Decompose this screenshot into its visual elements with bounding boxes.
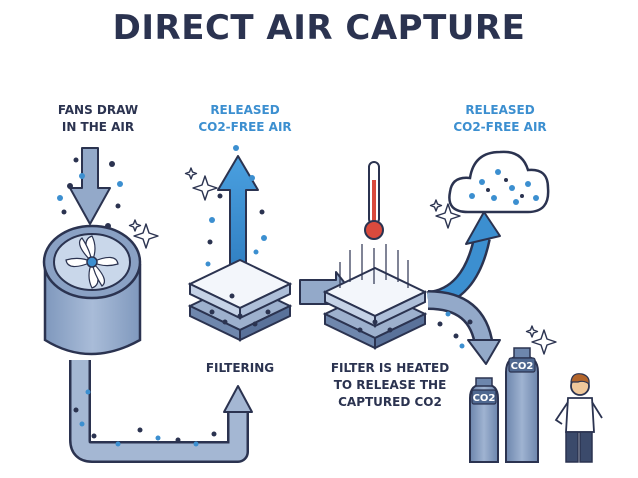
released-caption-1-line2: CO2-FREE AIR: [198, 120, 292, 134]
co2-tank-icon: CO2: [469, 377, 499, 463]
filter-stack-icon: [187, 258, 293, 342]
sparkle-icon: [184, 167, 198, 180]
heated-filter-stack-icon: [322, 244, 428, 350]
heated-caption: FILTER IS HEATED TO RELEASE THE CAPTURED…: [315, 360, 465, 411]
heated-caption-line2: TO RELEASE THE: [333, 378, 447, 392]
intake-arrow: [69, 147, 111, 225]
sparkle-icon: [435, 203, 461, 229]
fans-caption-line2: IN THE AIR: [61, 120, 135, 134]
thermometer-icon: [364, 161, 384, 240]
filtering-caption: FILTERING: [205, 361, 275, 375]
air-particles: [57, 145, 473, 447]
sparkle-icon: [128, 219, 142, 232]
co2-tank-tall-icon: CO2: [505, 347, 539, 463]
co2-free-arrow-up-right: [426, 211, 501, 309]
captured-co2-arrow-down: [427, 290, 501, 365]
person-icon: [554, 373, 603, 463]
sparkle-icon: [192, 175, 218, 201]
page-title: DIRECT AIR CAPTURE: [112, 8, 526, 48]
heated-caption-line1: FILTER IS HEATED: [330, 361, 450, 375]
heated-caption-line3: CAPTURED CO2: [338, 395, 442, 409]
air-pipe: [69, 360, 253, 463]
sparkle-icon: [429, 199, 443, 212]
released-caption-2-line1: RELEASED: [465, 103, 535, 117]
sparkle-icon: [531, 329, 557, 355]
sparkle-icon: [133, 223, 159, 249]
released-caption-1-line1: RELEASED: [210, 103, 280, 117]
tank-small-label: CO2: [473, 393, 496, 404]
cloud-icon: [448, 150, 550, 214]
clean-air-arrow-up: [217, 155, 259, 279]
fan-icon: [42, 224, 142, 356]
fans-caption: FANS DRAW IN THE AIR: [48, 102, 148, 136]
released-caption-2-line2: CO2-FREE AIR: [453, 120, 547, 134]
released-caption-2: RELEASED CO2-FREE AIR: [435, 102, 565, 136]
released-caption-1: RELEASED CO2-FREE AIR: [180, 102, 310, 136]
sparkle-icon: [525, 325, 539, 338]
tank-tall-label: CO2: [511, 361, 534, 372]
fans-caption-line1: FANS DRAW: [57, 103, 139, 117]
